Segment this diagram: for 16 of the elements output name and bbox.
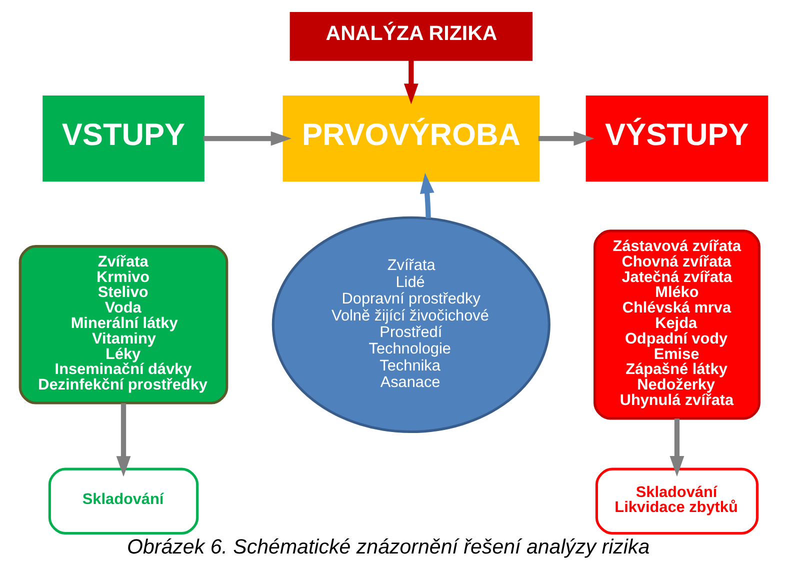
arrow bbox=[538, 131, 594, 146]
node-box: VSTUPY bbox=[42, 96, 204, 182]
node-box: Zástavová zvířata Chovná zvířata Jatečná zvířata Mléko Chlévská mrva Kejda Odpadní vody Emise Zápašné látky Nedožerky Uhynulá zvířata bbox=[594, 230, 760, 420]
node-ellipse: Zvířata Lidé Dopravní prostředky Volně žijící živočichové Prostředí Technologie Technika Asanace bbox=[272, 216, 550, 434]
arrow bbox=[116, 403, 131, 477]
node-box: PRVOVÝROBA bbox=[282, 96, 540, 182]
caption: Obrázek 6. Schématické znázornění řešení analýzy rizika bbox=[127, 536, 650, 559]
arrow bbox=[203, 131, 292, 146]
arrow bbox=[670, 418, 684, 477]
node-box: Zvířata Krmivo Stelivo Voda Minerální látky Vitaminy Léky Inseminační dávky Dezinfekční prostředky bbox=[18, 245, 228, 404]
node-box: Skladování bbox=[48, 468, 199, 535]
node-box: ANALÝZA RIZIKA bbox=[290, 12, 532, 61]
node-box: Skladování Likvidace zbytků bbox=[595, 468, 759, 535]
arrow bbox=[420, 172, 434, 218]
node-box: VÝSTUPY bbox=[586, 96, 768, 182]
arrow bbox=[404, 60, 418, 104]
